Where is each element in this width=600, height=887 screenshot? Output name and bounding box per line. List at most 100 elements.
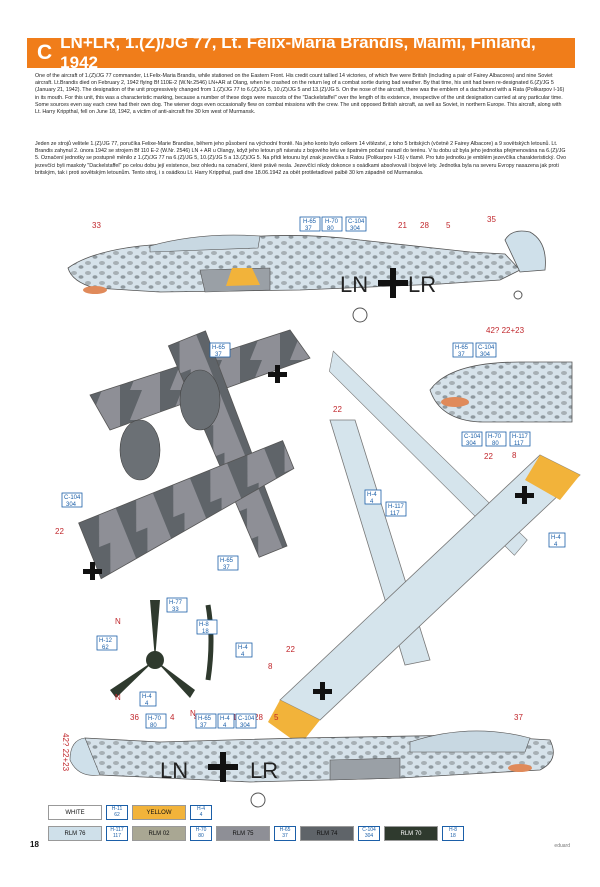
swatch-rlm76: RLM 76 bbox=[48, 826, 102, 841]
tag-bottom: 80 bbox=[150, 723, 157, 729]
profile-letter: C bbox=[37, 41, 53, 64]
left-wing-top bbox=[78, 440, 295, 580]
paint-tags-upper: H-65 37 H-70 80 C-104 304 bbox=[299, 216, 367, 232]
callout-28: 28 bbox=[420, 221, 429, 230]
tag-top: H-8 bbox=[199, 622, 209, 628]
swatch-rlm75: RLM 75 bbox=[216, 826, 270, 841]
tag-top: H-4 bbox=[367, 492, 377, 498]
propeller-detail: N N N H-77 33 H-12 62 H-8 18 H-4 4 H-4 4 bbox=[96, 597, 253, 718]
blade-1 bbox=[150, 600, 160, 660]
tag-bottom: 37 bbox=[200, 723, 207, 729]
tag-bottom: 304 bbox=[66, 502, 77, 508]
tag-bottom: 4 bbox=[223, 723, 227, 729]
tag-bottom: 62 bbox=[102, 645, 109, 651]
tag-top: H-70 bbox=[325, 219, 339, 225]
tag-top: C-104 bbox=[348, 219, 365, 225]
canopy-lower bbox=[409, 730, 531, 753]
czech-description: Jeden ze strojů velitele 1.(Z)/JG 77, po… bbox=[35, 141, 567, 176]
yellow-wingtip-right bbox=[525, 455, 580, 500]
tag-bottom: 33 bbox=[172, 607, 179, 613]
tag-top: H-65 bbox=[220, 558, 234, 564]
tag-top: H-77 bbox=[169, 600, 183, 606]
swatch-white: WHITE bbox=[48, 805, 102, 820]
callout-42-22-23: 42? 22+23 bbox=[486, 326, 525, 335]
tag-bottom: 304 bbox=[240, 723, 251, 729]
tag-top: H-65 bbox=[455, 345, 469, 351]
callout-4: 4 bbox=[170, 713, 175, 722]
engine-top-left bbox=[119, 419, 161, 481]
nose-fuselage bbox=[429, 361, 573, 423]
tag-bottom: 117 bbox=[514, 441, 524, 447]
vertical-callout-lower: 42? 22+23 bbox=[61, 733, 70, 772]
tag-top: H-12 bbox=[99, 638, 113, 644]
callout-28-lower: 28 bbox=[254, 713, 263, 722]
tag-bottom: 304 bbox=[350, 226, 361, 232]
balkenkreuz-lower bbox=[208, 752, 238, 782]
tag-top: C-104 bbox=[64, 495, 81, 501]
code-right-upper: LR bbox=[408, 272, 436, 297]
tail-wheel-upper bbox=[513, 290, 523, 300]
callout-36: 36 bbox=[130, 713, 139, 722]
balkenkreuz-upper bbox=[378, 268, 408, 298]
callouts-upper: 33 21 28 5 35 42? 22+23 bbox=[92, 215, 525, 335]
tag-top: H-117 bbox=[388, 504, 405, 510]
code-left-lower: LN bbox=[160, 758, 188, 783]
swatch-rlm74: RLM 74 bbox=[300, 826, 354, 841]
fuselage-upper bbox=[67, 235, 521, 293]
yellow-cowl-upper bbox=[226, 268, 260, 286]
tail-fin-upper bbox=[504, 230, 546, 273]
tag-bottom: 80 bbox=[492, 441, 499, 447]
tag-top: C-104 bbox=[478, 345, 495, 351]
blade-3 bbox=[155, 660, 195, 698]
callout-35: 35 bbox=[487, 215, 496, 224]
dachshund-emblem-upper bbox=[83, 286, 107, 294]
tag-top: C-104 bbox=[238, 716, 255, 722]
tag-bottom: 4 bbox=[554, 542, 558, 548]
tag-top: H-65 bbox=[303, 219, 317, 225]
tag-bottom: 18 bbox=[202, 629, 209, 635]
tag-top: H-4 bbox=[551, 535, 561, 541]
callout-5-lower: 5 bbox=[274, 713, 279, 722]
tag-top: H-65 bbox=[212, 345, 226, 351]
balkenkreuz-top-right bbox=[268, 365, 287, 383]
tag-bottom: 4 bbox=[145, 701, 149, 707]
nose-detail: H-65 37 C-104 304 C-104 304 H-70 80 H-11… bbox=[429, 342, 573, 447]
callout-5: 5 bbox=[446, 221, 451, 230]
main-wheel-upper bbox=[352, 307, 368, 323]
side-view-lower: LN LR 36 4 4 21 28 5 37 42? 22+23 H-70 8… bbox=[61, 713, 554, 808]
tail-fin-lower bbox=[69, 737, 101, 776]
code-right-lower: LR bbox=[250, 758, 278, 783]
dachshund-emblem-lower bbox=[508, 764, 532, 772]
swatch-rlm70: RLM 70 bbox=[384, 826, 438, 841]
top-view: 22 22 H-65 37 C-104 304 H-65 37 bbox=[55, 329, 342, 580]
callout-21: 21 bbox=[398, 221, 407, 230]
yellow-wingtip-left bbox=[268, 700, 320, 745]
engine-top-right bbox=[179, 369, 221, 431]
tag-bottom: 37 bbox=[223, 565, 230, 571]
tag-bottom: 80 bbox=[327, 226, 334, 232]
balkenkreuz-bottom-right bbox=[515, 486, 534, 504]
brand-mark: eduard bbox=[554, 843, 570, 849]
balkenkreuz-top-left bbox=[83, 562, 102, 580]
tag-top: C-104 bbox=[464, 434, 481, 440]
tag-bottom: 4 bbox=[241, 652, 245, 658]
main-wheel-lower bbox=[250, 792, 266, 808]
english-description: One of the aircraft of 1.(Z)/JG 77 comma… bbox=[35, 73, 565, 116]
tag-bottom: 37 bbox=[458, 352, 465, 358]
page-number: 18 bbox=[30, 840, 39, 849]
blade-side-view bbox=[205, 604, 214, 681]
tag-bottom: 4 bbox=[370, 499, 374, 505]
tag-top: H-4 bbox=[238, 645, 248, 651]
tag-bottom: 37 bbox=[215, 352, 222, 358]
wing-bottom bbox=[279, 454, 581, 721]
callout-37: 37 bbox=[514, 713, 523, 722]
callout-22-bottom: 22 bbox=[484, 452, 493, 461]
